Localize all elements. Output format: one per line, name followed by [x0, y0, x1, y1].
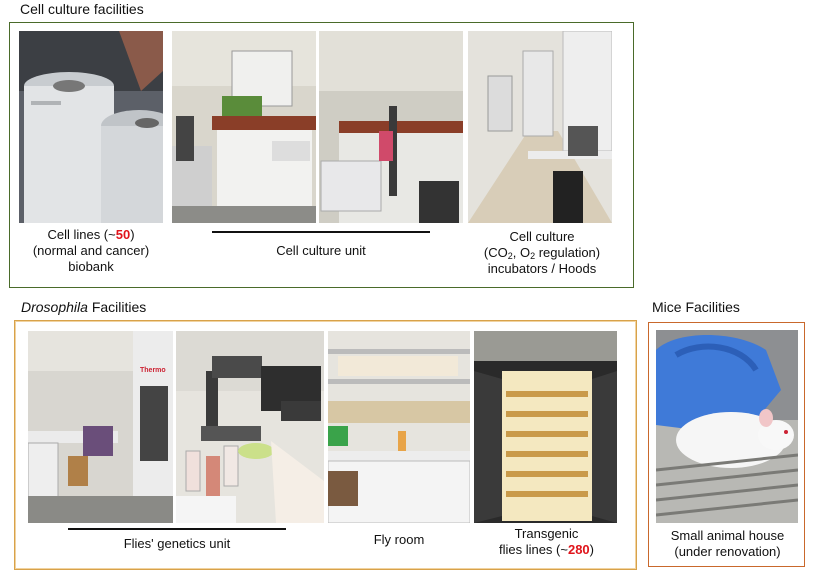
- flies-genetics-rule: [68, 528, 286, 530]
- cell-culture-bench-photo: [319, 31, 463, 223]
- flies-genetics-caption: Flies' genetics unit: [123, 536, 231, 551]
- fly-room-photo: [328, 331, 470, 523]
- drosophila-section-title: Drosophila Facilities: [21, 299, 147, 315]
- cell-section-title: Cell culture facilities: [20, 1, 144, 17]
- mice-section-title: Mice Facilities: [652, 299, 740, 315]
- cell-lines-caption: Cell lines (~50) (normal and cancer) bio…: [32, 227, 150, 274]
- cell-culture-panel: Cell lines (~50) (normal and cancer) bio…: [9, 22, 634, 288]
- thermo-sign: Thermo: [140, 367, 166, 374]
- cell-culture-unit-caption: Cell culture unit: [276, 243, 366, 258]
- mice-panel: Small animal house (under renovation): [648, 322, 805, 567]
- mice-caption: Small animal house (under renovation): [670, 528, 785, 559]
- transgenic-caption: Transgenic flies lines (~280): [498, 526, 595, 557]
- mouse-photo: [656, 330, 798, 523]
- drosophila-panel: Thermo: [14, 320, 637, 570]
- fly-lab-photo: Thermo: [28, 331, 173, 523]
- fly-room-caption: Fly room: [373, 532, 425, 547]
- transgenic-incubator-photo: [474, 331, 617, 523]
- fly-microscope-photo: [176, 331, 324, 523]
- cell-culture-unit-rule: [212, 231, 430, 233]
- cell-lines-photo: [19, 31, 163, 223]
- incubators-photo: [468, 31, 612, 223]
- incubators-caption: Cell culture (CO2, O2 regulation) incuba…: [483, 229, 601, 276]
- cell-culture-hood-photo: [172, 31, 316, 223]
